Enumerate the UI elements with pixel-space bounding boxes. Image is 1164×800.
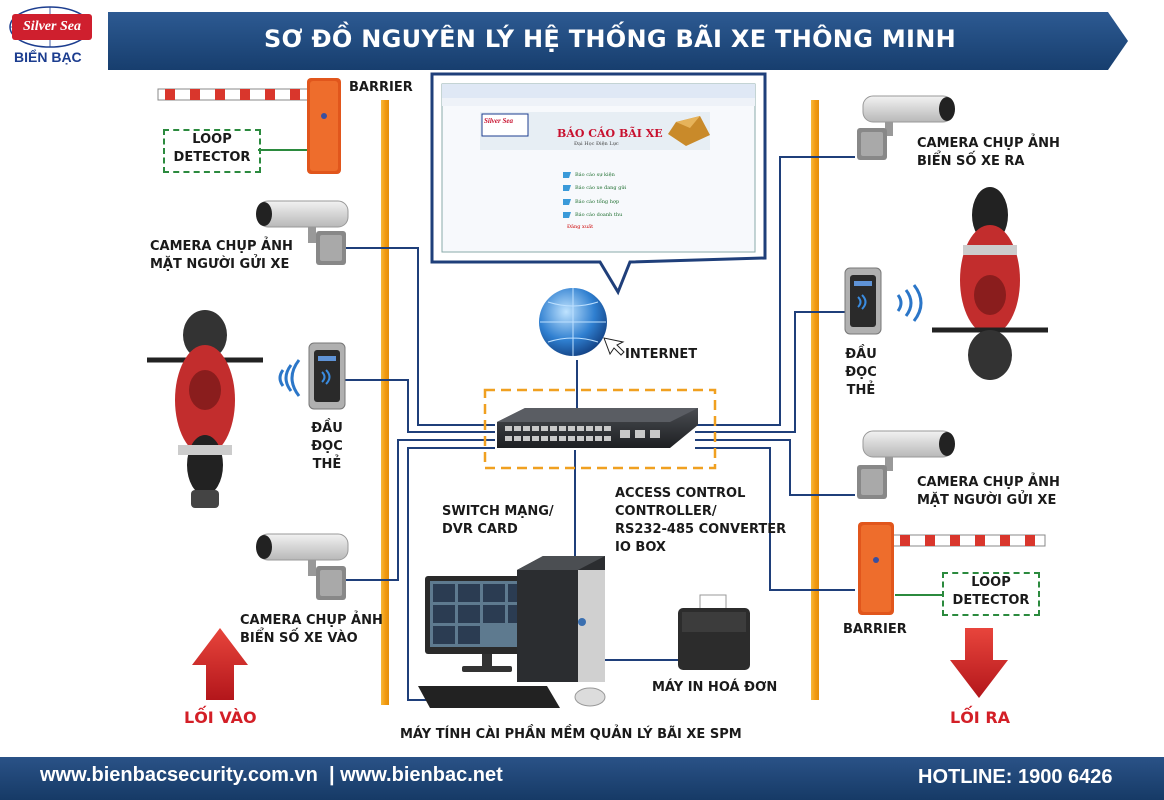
screen-menu-item[interactable]: Báo cáo doanh thu [575,212,623,218]
card-reader-entry-icon [278,342,346,410]
label-reader-exit: ĐẦU ĐỌC THẺ [830,346,892,400]
camera-plate-entry-icon [256,533,349,600]
label-line: BIỂN SỐ XE VÀO [240,631,358,646]
exit-pole [811,100,819,700]
label-entry: LỐI VÀO [184,708,257,727]
label-exit: LỐI RA [950,708,1011,727]
screen-subtitle: Đại Học Điện Lực [574,141,619,147]
label-line: ĐỌC THẺ [311,439,343,472]
footer-bar [0,757,1164,800]
entry-arrow-icon [192,628,248,700]
label-line: SWITCH MẠNG/ [442,504,554,519]
screen-menu-item[interactable]: Báo cáo tổng hợp [575,199,620,205]
label-line: CAMERA CHỤP ẢNH [917,475,1060,490]
motorbike-entry-icon [147,310,263,508]
label-line: ĐẦU [845,347,877,362]
internet-globe-icon [539,288,625,356]
printer-icon [678,594,750,670]
label-line: ACCESS CONTROL [615,486,746,501]
barrier-exit [858,522,1046,615]
label-line: CAMERA CHỤP ẢNH [917,136,1060,151]
exit-arrow-icon [950,628,1008,698]
label-camera-plate-exit: CAMERA CHỤP ẢNH BIỂN SỐ XE RA [917,135,1060,171]
loop-entry-line1: LOOP [192,132,232,147]
logo-brand: Silver Sea [23,19,81,34]
label-line: CAMERA CHỤP ẢNH [240,613,383,628]
title-banner [108,12,1128,70]
report-screen [430,72,767,296]
camera-face-exit-icon [857,430,955,499]
label-line: RS232-485 CONVERTER [615,522,787,537]
label-camera-face-exit: CAMERA CHỤP ẢNH MẶT NGƯỜI GỬI XE [917,474,1060,510]
label-line: IO BOX [615,540,666,555]
barrier-entry [157,78,341,174]
label-internet: INTERNET [625,347,698,362]
label-line: ĐẦU [311,421,343,436]
camera-plate-exit-icon [857,95,955,160]
motorbike-exit-icon [932,187,1048,380]
loop-exit-line2: DETECTOR [952,593,1030,608]
label-switch: SWITCH MẠNG/ DVR CARD [442,503,554,539]
label-line: BIỂN SỐ XE RA [917,154,1025,169]
screen-title: BÁO CÁO BÃI XE [557,127,663,140]
camera-face-entry-icon [256,200,349,265]
card-reader-exit-icon [844,267,923,335]
label-barrier-exit: BARRIER [843,622,907,637]
loop-exit-line1: LOOP [971,575,1011,590]
logo-name: BIỂN BẠC [14,49,82,65]
label-barrier-entry: BARRIER [349,80,413,95]
label-line: CONTROLLER/ [615,504,717,519]
network-switch-icon [483,388,717,470]
screen-logo: Silver Sea [484,117,513,125]
page-title: SƠ ĐỒ NGUYÊN LÝ HỆ THỐNG BÃI XE THÔNG MI… [263,25,957,53]
label-line: MẶT NGƯỜI GỬI XE [917,493,1057,508]
entry-pole [381,100,389,705]
footer-hotline: HOTLINE: 1900 6426 [918,766,1113,788]
computer-icon [418,556,606,708]
screen-menu-item[interactable]: Báo cáo xe đang gửi [575,185,627,191]
label-computer: MÁY TÍNH CÀI PHẦN MỀM QUẢN LÝ BÃI XE SPM [400,727,742,742]
label-line: MẶT NGƯỜI GỬI XE [150,257,290,272]
screen-menu-item[interactable]: Báo cáo sự kiện [575,172,615,178]
label-camera-plate-entry: CAMERA CHỤP ẢNH BIỂN SỐ XE VÀO [240,612,383,648]
footer-urls[interactable]: www.bienbacsecurity.com.vn | www.bienbac… [40,764,503,786]
loop-entry-line2: DETECTOR [173,150,251,165]
loop-detector-exit: LOOP DETECTOR [942,572,1040,616]
label-line: DVR CARD [442,522,518,537]
label-line: ĐỌC THẺ [845,365,877,398]
label-access-control: ACCESS CONTROL CONTROLLER/ RS232-485 CON… [615,485,786,557]
label-reader-entry: ĐẦU ĐỌC THẺ [296,420,358,474]
screen-logout-link[interactable]: Đăng xuất [567,224,594,230]
label-line: CAMERA CHỤP ẢNH [150,239,293,254]
loop-detector-entry: LOOP DETECTOR [163,129,261,173]
label-camera-face-entry: CAMERA CHỤP ẢNH MẶT NGƯỜI GỬI XE [150,238,293,274]
label-printer: MÁY IN HOÁ ĐƠN [652,680,778,695]
logo-badge: Silver Sea [12,14,92,40]
